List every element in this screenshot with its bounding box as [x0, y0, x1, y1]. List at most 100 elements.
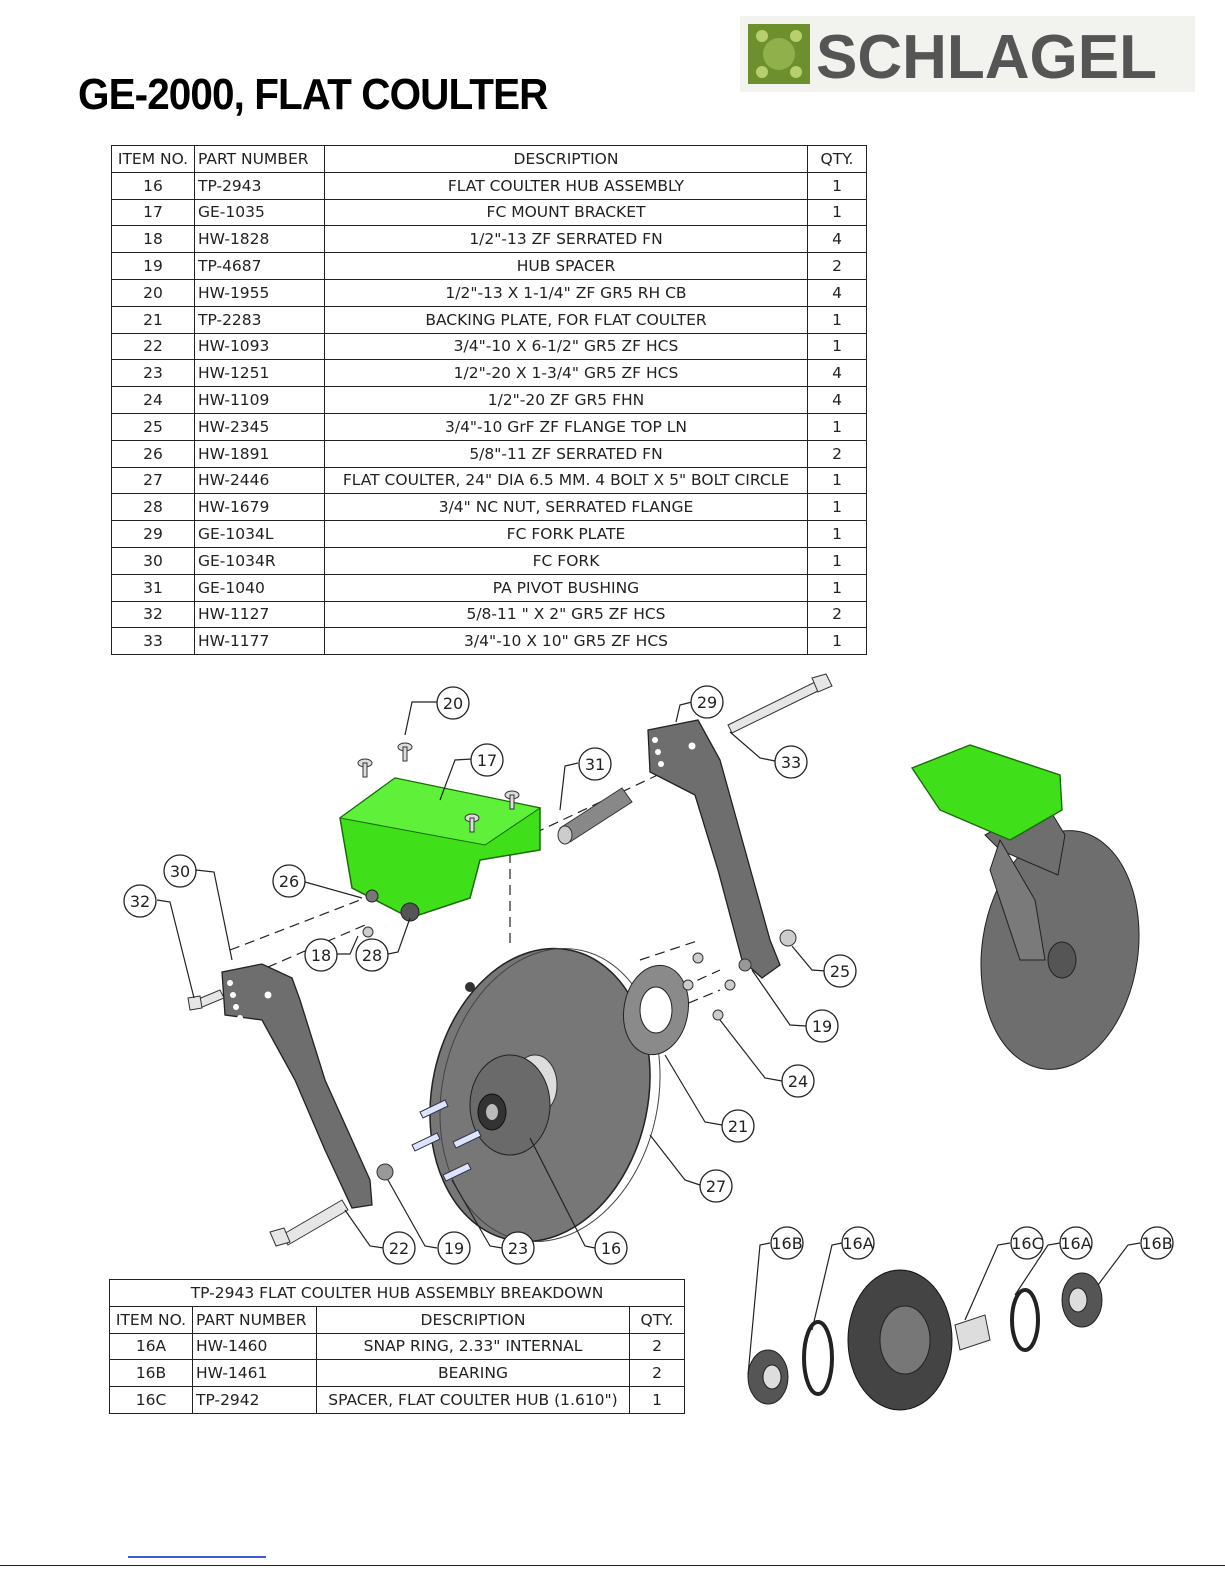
balloon-item: 32: [123, 884, 157, 918]
part-number-cell: HW-1460: [192, 1332, 317, 1361]
bolt-22: [269, 1199, 349, 1247]
description-cell: PA PIVOT BUSHING: [324, 573, 808, 602]
logo-mark-icon: [748, 24, 810, 84]
description-cell: BACKING PLATE, FOR FLAT COULTER: [324, 305, 808, 334]
description-cell: 5/8"-11 ZF SERRATED FN: [324, 439, 808, 468]
description-cell: FC FORK PLATE: [324, 520, 808, 548]
description-cell: 1/2"-13 ZF SERRATED FN: [324, 225, 808, 254]
balloon-label: 16B: [771, 1234, 802, 1253]
part-number-cell: TP-2283: [194, 305, 325, 334]
item-no-cell: 22: [111, 332, 195, 361]
qty-cell: 1: [807, 546, 867, 575]
long-bolt-33: [727, 673, 833, 734]
description-cell: 5/8-11 " X 2" GR5 ZF HCS: [324, 600, 808, 629]
balloon-item: 16A: [841, 1226, 875, 1260]
qty-cell: 1: [807, 520, 867, 548]
header-description: DESCRIPTION: [324, 145, 808, 173]
item-no-cell: 16B: [109, 1359, 193, 1388]
balloon-item: 21: [721, 1109, 755, 1143]
item-no-cell: 25: [111, 412, 195, 441]
part-number-cell: TP-2942: [192, 1386, 317, 1414]
description-cell: SPACER, FLAT COULTER HUB (1.610"): [316, 1386, 630, 1414]
qty-cell: 2: [629, 1332, 685, 1361]
balloon-item: 18: [304, 938, 338, 972]
balloon-item: 16A: [1059, 1226, 1093, 1260]
balloon-label: 27: [706, 1177, 726, 1196]
fc-fork-30: [221, 963, 373, 1209]
balloon-label: 16A: [1060, 1234, 1091, 1253]
part-number-cell: TP-4687: [194, 252, 325, 280]
qty-cell: 4: [807, 225, 867, 254]
balloon-item: 25: [823, 954, 857, 988]
header-item-no: ITEM NO.: [109, 1305, 193, 1334]
balloon-label: 19: [444, 1239, 464, 1258]
balloon-item: 28: [355, 938, 389, 972]
description-cell: 3/4"-10 GrF ZF FLANGE TOP LN: [324, 412, 808, 441]
balloon-label: 33: [781, 753, 801, 772]
hub-table-header: ITEM NO. PART NUMBER DESCRIPTION QTY.: [109, 1305, 685, 1334]
balloon-label: 21: [728, 1117, 748, 1136]
part-number-cell: HW-1093: [194, 332, 325, 361]
balloon-label: 16C: [1011, 1234, 1043, 1253]
item-no-cell: 29: [111, 520, 195, 548]
parts-table: ITEM NO. PART NUMBER DESCRIPTION QTY. 16…: [111, 145, 867, 656]
hub-bolts-23: [411, 1099, 482, 1182]
item-no-cell: 21: [111, 305, 195, 334]
balloon-item: 27: [699, 1169, 733, 1203]
balloon-item: 16B: [1140, 1226, 1174, 1260]
footer-link-underline[interactable]: [128, 1556, 266, 1558]
balloon-label: 23: [508, 1239, 528, 1258]
balloon-label: 16B: [1141, 1234, 1172, 1253]
qty-cell: 2: [807, 439, 867, 468]
schlagel-logo: SCHLAGEL: [740, 16, 1195, 92]
hub-breakdown-table: TP-2943 FLAT COULTER HUB ASSEMBLY BREAKD…: [109, 1279, 685, 1414]
qty-cell: 2: [629, 1359, 685, 1388]
hub-assembly-16: [469, 1054, 551, 1156]
balloon-item: 17: [470, 743, 504, 777]
description-cell: HUB SPACER: [324, 252, 808, 280]
leader-lines: [156, 701, 1141, 1376]
part-number-cell: HW-1127: [194, 600, 325, 629]
qty-cell: 4: [807, 386, 867, 414]
item-no-cell: 24: [111, 386, 195, 414]
fc-fork-plate-29: [647, 719, 781, 979]
balloon-item: 23: [501, 1231, 535, 1265]
part-number-cell: HW-1177: [194, 627, 325, 656]
balloon-label: 16: [601, 1239, 621, 1258]
qty-cell: 1: [807, 305, 867, 334]
description-cell: 3/4" NC NUT, SERRATED FLANGE: [324, 493, 808, 522]
balloon-label: 16A: [842, 1234, 873, 1253]
header-qty: QTY.: [629, 1305, 685, 1334]
item-no-cell: 27: [111, 466, 195, 495]
balloon-label: 28: [362, 946, 382, 965]
item-no-cell: 31: [111, 573, 195, 602]
part-number-cell: GE-1034L: [194, 520, 325, 548]
part-number-cell: HW-1109: [194, 386, 325, 414]
header-description: DESCRIPTION: [316, 1305, 630, 1334]
balloon-item: 19: [437, 1231, 471, 1265]
balloon-item: 19: [805, 1009, 839, 1043]
qty-cell: 1: [807, 171, 867, 200]
page-title: GE-2000, FLAT COULTER: [78, 70, 548, 119]
qty-cell: 2: [807, 600, 867, 629]
small-hardware: [362, 926, 797, 1181]
header-qty: QTY.: [807, 145, 867, 173]
description-cell: 3/4"-10 X 10" GR5 ZF HCS: [324, 627, 808, 656]
qty-cell: 1: [807, 332, 867, 361]
balloon-label: 31: [585, 755, 605, 774]
item-no-cell: 28: [111, 493, 195, 522]
part-number-cell: HW-1251: [194, 359, 325, 388]
part-number-cell: HW-1955: [194, 278, 325, 307]
